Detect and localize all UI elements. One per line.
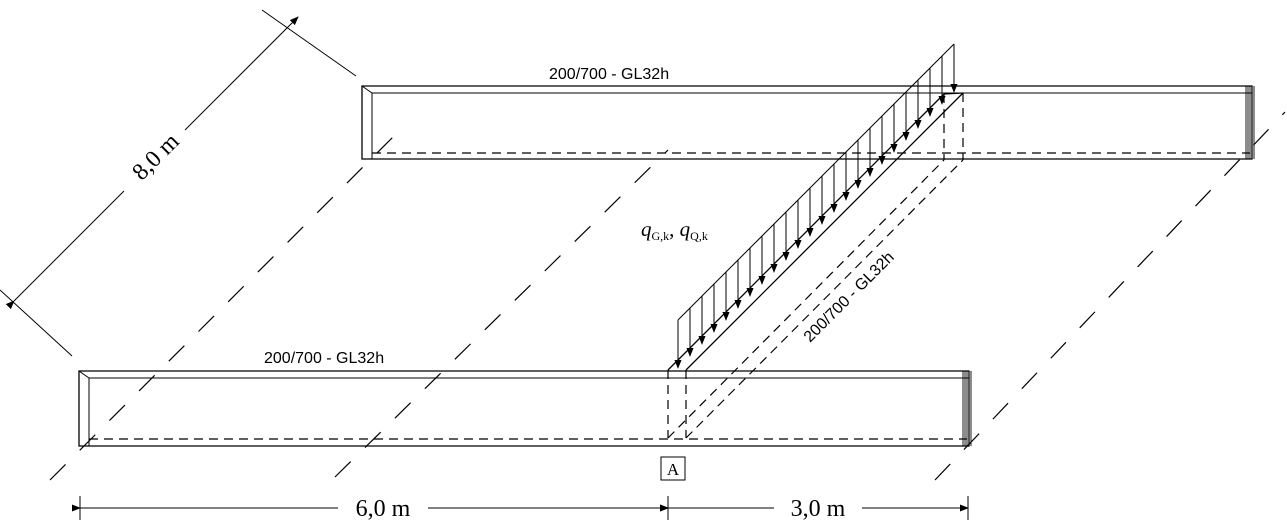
load-label: qG,k, qQ,k <box>641 217 708 243</box>
top-beam-label: 200/700 - GL32h <box>549 66 669 83</box>
dimension-span-left: 6,0 m <box>356 496 411 522</box>
top-beam <box>361 85 1255 160</box>
bottom-beam-fixed-end-hatch <box>962 371 972 446</box>
distributed-load <box>674 43 958 369</box>
bottom-beam-label: 200/700 - GL32h <box>264 350 384 367</box>
support-a-label: A <box>667 460 680 479</box>
load-symbol-2: q <box>680 217 691 241</box>
load-arrows <box>674 44 958 369</box>
depth-dimension: 8,0 m <box>0 9 357 357</box>
dimension-depth: 8,0 m <box>128 128 185 185</box>
load-separator: , <box>669 217 680 241</box>
support-a: A <box>660 456 686 481</box>
load-sub-1: G,k <box>652 229 670 243</box>
bottom-beam <box>78 370 972 447</box>
system-axes <box>49 111 1286 481</box>
diagonal-beam <box>667 92 964 439</box>
diagonal-beam-label: 200/700 - GL32h <box>801 249 898 346</box>
dimension-span-right: 3,0 m <box>791 496 846 522</box>
load-symbol-1: q <box>641 217 652 241</box>
horizontal-dimension: 6,0 m 3,0 m <box>71 496 969 522</box>
load-sub-2: Q,k <box>690 229 708 243</box>
top-beam-fixed-end-hatch <box>1245 86 1255 159</box>
